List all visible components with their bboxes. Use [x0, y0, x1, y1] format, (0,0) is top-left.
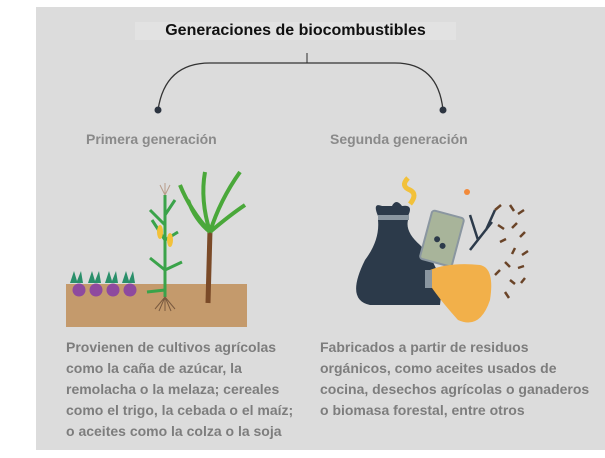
- node-dot-right: [439, 106, 447, 114]
- title-text: Generaciones de biocombustibles: [135, 22, 456, 40]
- beets-icon: [70, 271, 137, 297]
- first-generation-label: Primera generación: [86, 131, 217, 147]
- waste-illustration: [356, 176, 529, 323]
- orange-bag-icon: [430, 264, 492, 323]
- branch-icon: [468, 209, 497, 251]
- node-dot-left: [154, 106, 162, 114]
- first-generation-description: Provienen de cultivos agrícolas como la …: [66, 337, 293, 442]
- second-generation-description: Fabricados a partir de residuos orgánico…: [320, 337, 589, 421]
- peel-icon: [402, 176, 417, 206]
- description-line: o aceites como la colza o la soja: [66, 423, 282, 439]
- description-line: Provienen de cultivos agrícolas: [66, 339, 277, 355]
- jar-icon: [419, 209, 465, 268]
- infographic-panel: [36, 7, 605, 450]
- description-line: o biomasa forestal, entre otros: [320, 402, 525, 418]
- corn-plant-icon: [146, 183, 183, 312]
- sugarcane-icon: [178, 170, 247, 304]
- wood-chips-icon: [494, 204, 529, 299]
- connector-bracket: [154, 53, 447, 114]
- description-line: Fabricados a partir de residuos: [320, 339, 529, 355]
- description-line: remolacha o la melaza; cereales: [66, 381, 280, 397]
- description-line: como la caña de azúcar, la: [66, 360, 242, 376]
- garbage-bag-icon: [356, 220, 441, 305]
- description-line: orgánicos, como aceites usados de: [320, 360, 557, 376]
- second-generation-label: Segunda generación: [330, 131, 468, 147]
- description-line: cocina, desechos agrícolas o ganaderos: [320, 381, 590, 397]
- crops-illustration: [66, 170, 247, 327]
- diagram-title: Generaciones de biocombustibles: [0, 22, 605, 40]
- description-line: como el trigo, la cebada o el maíz;: [66, 402, 294, 418]
